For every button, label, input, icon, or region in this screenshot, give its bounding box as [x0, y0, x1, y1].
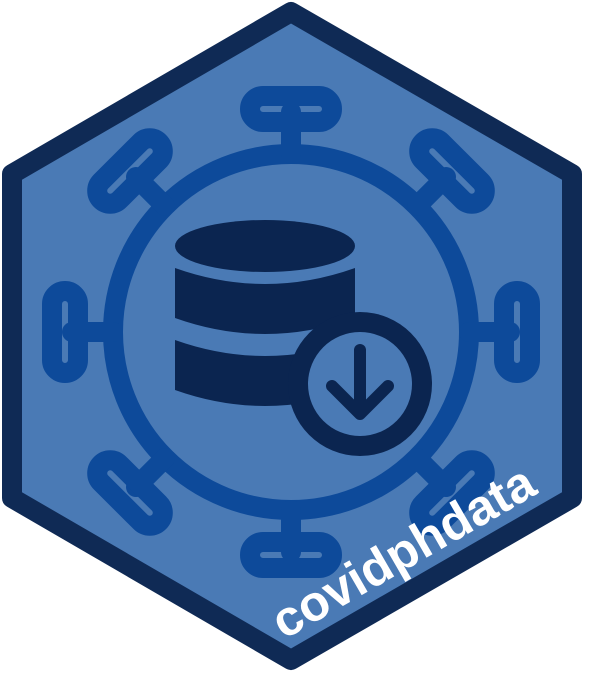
- virus-icon: [42, 86, 540, 578]
- download-arrow-icon: [288, 312, 432, 456]
